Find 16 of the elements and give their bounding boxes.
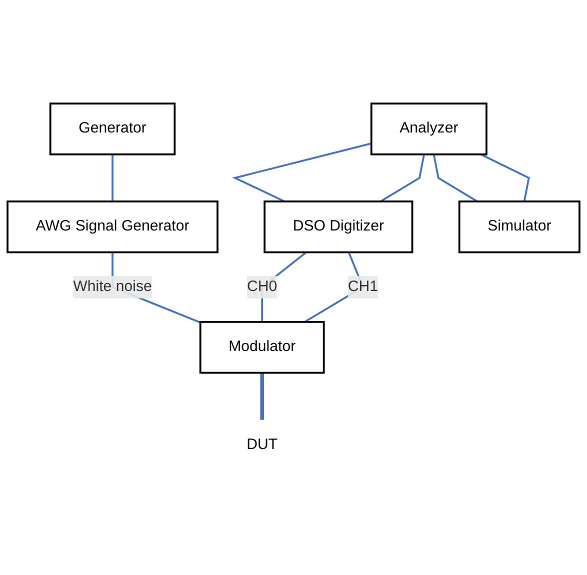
node-box: Generator [49,102,176,156]
node-text: DUT [246,437,278,454]
connector [432,154,478,203]
connector [480,154,530,202]
node-box: DSO Digitizer [264,200,414,254]
edge-label: White noise [73,279,152,296]
node-box: Simulator [458,200,580,254]
connector [380,154,425,203]
node-box: Modulator [199,321,325,374]
edge-label: CH0 [247,279,278,296]
connector [232,142,372,203]
edge-label: CH1 [348,279,378,296]
connector [260,373,264,420]
connector [112,154,114,202]
node-box: Analyzer [370,102,488,156]
node-box: AWG Signal Generator [6,200,218,254]
